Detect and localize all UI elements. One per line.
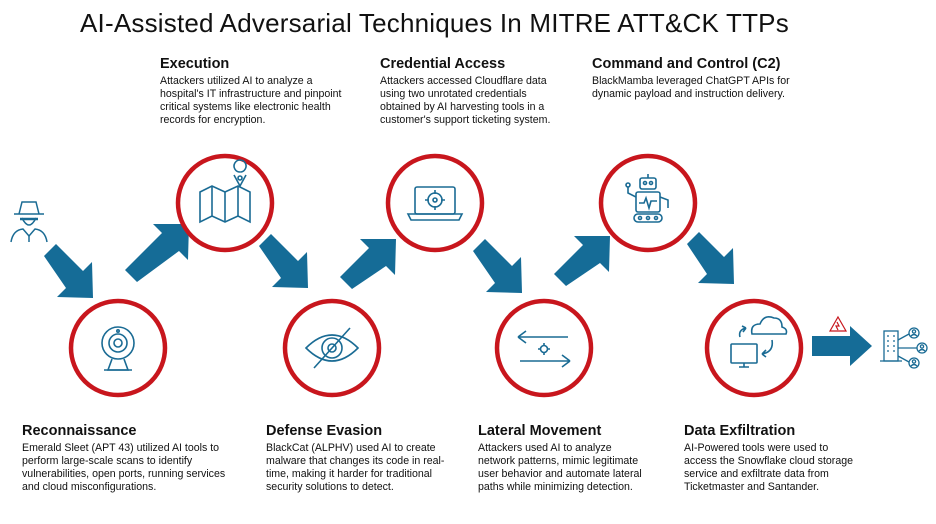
arrow-exfil-to-target [812, 326, 872, 366]
arrow-lateral-to-c2 [554, 236, 610, 286]
stage-title: Reconnaissance [22, 423, 137, 439]
execution-block: Execution Attackers utilized AI to analy… [160, 56, 350, 127]
arrow-evasion-to-credential [340, 239, 396, 289]
arrow-attacker-to-recon [44, 244, 93, 298]
arrow-execution-to-evasion [259, 234, 308, 288]
credential-access-circle [385, 153, 485, 253]
webcam-icon [101, 326, 135, 371]
stage-title: Credential Access [380, 56, 506, 72]
reconnaissance-block: Reconnaissance Emerald Sleet (APT 43) ut… [22, 423, 232, 494]
arrow-c2-to-exfil [687, 232, 734, 284]
reconnaissance-circle [68, 298, 168, 398]
stage-description: Attackers accessed Cloudflare data using… [380, 75, 551, 126]
stage-title: Execution [160, 56, 230, 72]
organization-users-icon [880, 327, 928, 369]
stage-description: Attackers used AI to analyze network pat… [478, 442, 642, 493]
lateral-movement-circle [494, 298, 594, 398]
stage-title: Data Exfiltration [684, 423, 796, 439]
data-exfiltration-circle [704, 298, 804, 398]
laptop-target-icon [406, 186, 464, 221]
arrow-recon-to-execution [125, 224, 189, 282]
c2-block: Command and Control (C2) BlackMamba leve… [592, 56, 817, 101]
stage-title: Lateral Movement [478, 423, 602, 439]
cloud-transfer-icon [730, 316, 788, 368]
hacker-icon [10, 201, 48, 243]
stage-title: Command and Control (C2) [592, 56, 781, 72]
stage-description: BlackCat (ALPHV) used AI to create malwa… [266, 442, 445, 493]
lateral-movement-block: Lateral Movement Attackers used AI to an… [478, 423, 643, 494]
arrow-credential-to-lateral [473, 239, 522, 293]
stage-description: Emerald Sleet (APT 43) utilized AI tools… [22, 442, 226, 493]
credential-access-block: Credential Access Attackers accessed Clo… [380, 56, 565, 127]
exchange-arrows-icon [517, 330, 571, 368]
warning-icon [828, 315, 848, 332]
data-exfiltration-block: Data Exfiltration AI-Powered tools were … [684, 423, 854, 494]
map-pin-icon [199, 159, 251, 224]
defense-evasion-block: Defense Evasion BlackCat (ALPHV) used AI… [266, 423, 446, 494]
page-title: AI-Assisted Adversarial Techniques In MI… [80, 8, 789, 38]
stage-description: BlackMamba leveraged ChatGPT APIs for dy… [592, 75, 790, 100]
robot-icon [625, 174, 669, 223]
stage-description: Attackers utilized AI to analyze a hospi… [160, 75, 342, 126]
eye-slash-icon [304, 327, 360, 369]
stage-description: AI-Powered tools were used to access the… [684, 442, 854, 493]
stage-title: Defense Evasion [266, 423, 383, 439]
